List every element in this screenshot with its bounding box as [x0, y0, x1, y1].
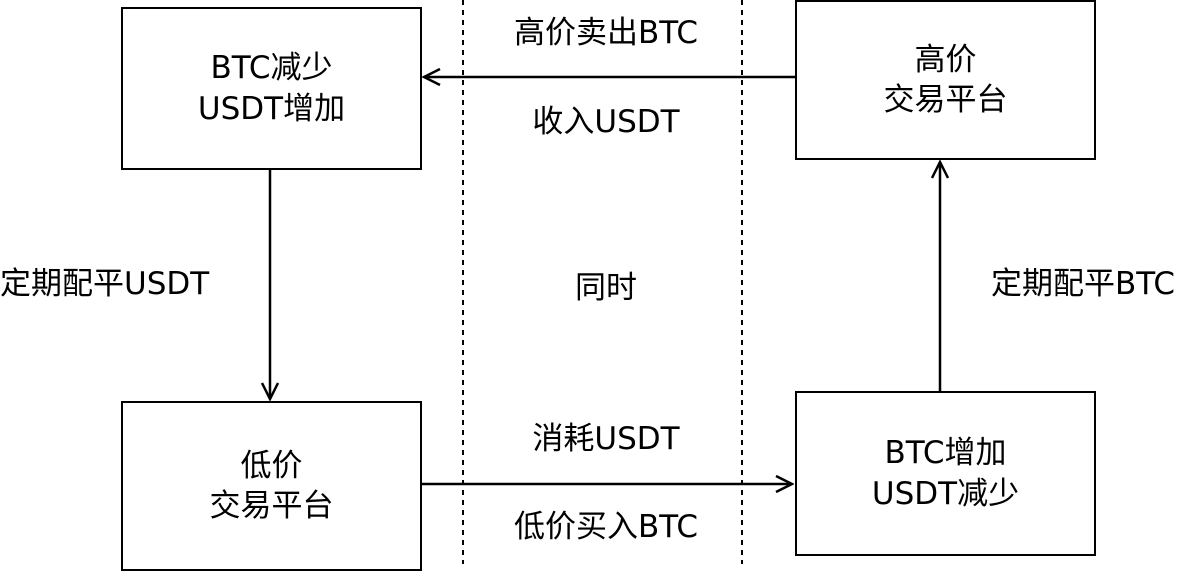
box-line: 交易平台 [883, 82, 1008, 118]
label-simultaneous: 同时 [575, 270, 637, 306]
label-receive-usdt: 收入USDT [532, 104, 680, 140]
label-buy-low: 低价买入BTC [513, 509, 699, 545]
box-line: BTC增加 [884, 435, 1007, 472]
box-line: 交易平台 [209, 488, 334, 524]
label-sell-high: 高价卖出BTC [513, 15, 699, 51]
box-high-price-platform: 高价 交易平台 [795, 0, 1096, 160]
box-line: 高价 [914, 41, 977, 78]
box-btc-increase-usdt-decrease: BTC增加 USDT减少 [795, 391, 1096, 556]
label-consume-usdt: 消耗USDT [532, 421, 680, 457]
box-line: USDT减少 [871, 475, 1020, 512]
label-rebalance-btc: 定期配平BTC [991, 266, 1176, 302]
box-low-price-platform: 低价 交易平台 [121, 401, 422, 571]
box-line: USDT增加 [197, 90, 346, 127]
box-line: BTC减少 [210, 50, 333, 87]
box-line: 低价 [240, 447, 303, 484]
label-rebalance-usdt: 定期配平USDT [0, 266, 210, 302]
box-btc-decrease-usdt-increase: BTC减少 USDT增加 [121, 7, 422, 170]
